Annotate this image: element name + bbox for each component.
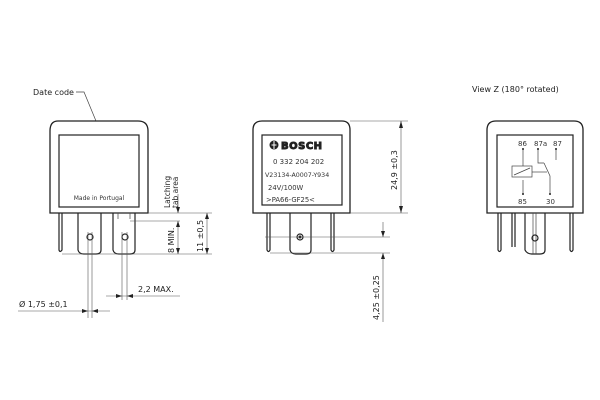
latch-min-dim: 8 MIN. [167, 228, 176, 253]
left-view: Date code Made in Portugal Ø 1,75 ±0,1 2… [18, 88, 212, 318]
view-z-label: View Z (180° rotated) [472, 85, 559, 94]
pin-hole [86, 233, 94, 241]
center-view: BOSCH 0 332 204 202 V23134-A0007-Y934 24… [252, 120, 408, 322]
pin-left-blade-2 [112, 213, 136, 255]
made-in-label: Made in Portugal [74, 195, 125, 202]
relay-schematic: 86 87a 87 85 30 [511, 140, 562, 206]
latching-label-2: tab area [171, 177, 180, 208]
pin-hole [531, 234, 539, 242]
pin-width-dim: 2,2 MAX. [138, 285, 174, 294]
part-number: 0 332 204 202 [273, 158, 324, 166]
pin-tip-dim: 4,25 ±0,25 [372, 275, 381, 320]
relay-body-right [486, 120, 584, 214]
rating-label: 24V/100W [268, 184, 304, 192]
pin-diameter-dim: Ø 1,75 ±0,1 [19, 299, 68, 309]
brand-label: BOSCH [281, 141, 323, 152]
coil-icon [511, 165, 533, 178]
date-code-label: Date code [33, 88, 74, 97]
body-height-dim: 24,9 ±0,3 [390, 150, 399, 190]
switch-icon [543, 162, 551, 194]
pin-length-dim: 11 ±0,5 [196, 220, 205, 252]
terminal-86: 86 [518, 140, 527, 148]
material-label: >PA66-GF25< [266, 196, 315, 204]
right-view: View Z (180° rotated) 86 87a 87 85 30 [472, 85, 584, 255]
terminal-87a: 87a [534, 140, 547, 148]
terminal-30: 30 [546, 198, 555, 206]
terminal-85: 85 [518, 198, 527, 206]
date-code-leader [76, 91, 97, 122]
latching-label-1: Latching [163, 176, 172, 208]
pin-left-thin [58, 213, 63, 253]
code-label: V23134-A0007-Y934 [265, 172, 329, 179]
label-plate [261, 134, 343, 206]
pin-center-blade [289, 213, 312, 255]
schematic-area [496, 134, 574, 208]
label-area-left [58, 134, 140, 208]
terminal-87: 87 [553, 140, 562, 148]
